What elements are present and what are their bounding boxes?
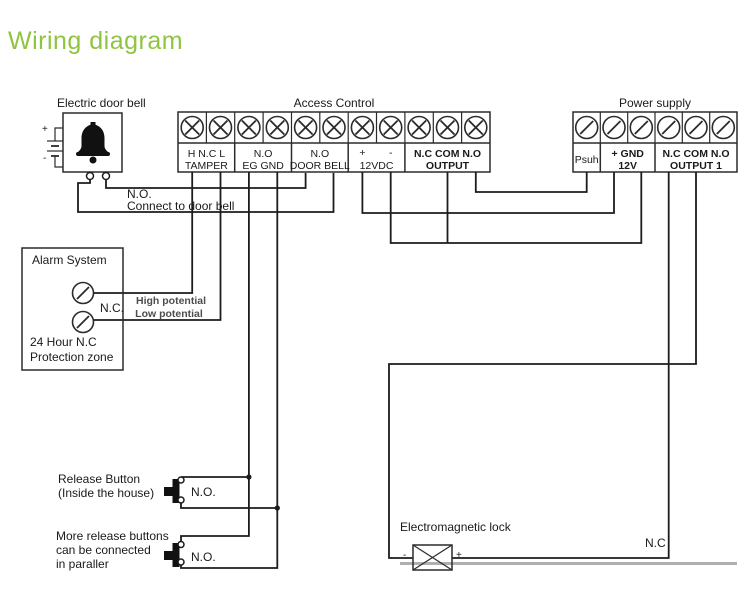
alarm-screw-top [71,281,95,305]
wire-gnd-to-buttons-bottom [180,172,279,569]
bell-icon [76,122,110,164]
wire-tamper2-low [92,172,222,321]
alarm-zone-line2: Protection zone [30,350,114,364]
junction-dot-1 [246,474,252,480]
lock-nc-label: N.C [645,536,666,550]
door-bell-box [62,112,123,173]
btn2-no-label: N.O. [191,550,216,564]
access-g5-row2: OUTPUT [426,160,470,172]
access-control-block: Access Control H N.C L TAMPER N.O [177,96,491,173]
lock-icon [412,544,453,571]
alarm-system-unit: Alarm System N.C. 24 Hour N.C Protection… [21,247,206,371]
bell-contact-right [101,171,111,181]
push-button-icon [164,543,180,567]
bell-no-label: N.O. [127,187,152,201]
release-btn2-caption3: in paraller [56,557,109,571]
power-g2-row2: 12V [618,160,637,172]
wire-ps-nc-to-lock [452,172,670,559]
access-control-label: Access Control [294,96,375,110]
alarm-zone-line1: 24 Hour N.C [30,335,97,349]
access-g1-row2: TAMPER [185,160,228,172]
wire-eg-to-buttons-top [180,172,250,542]
release-button-1: Release Button (Inside the house) N.O. [58,472,216,504]
door-bell-unit: Electric door bell + - N.O. Connect to d… [42,96,234,213]
wire-tamper1-high [92,172,194,294]
btn1-no-label: N.O. [191,485,216,499]
alarm-system-box [21,247,124,371]
power-g1-row1: Psuh [575,154,599,166]
power-g2-row1: + GND [612,148,645,160]
battery-plus-sign: + [42,124,48,135]
btn1-contact-bottom [177,496,185,504]
lock-minus-sign: - [403,550,406,561]
wire-bell-to-doorbell1 [105,173,307,189]
alarm-system-label: Alarm System [32,253,107,267]
access-g4-minus: - [389,147,393,159]
power-supply-label: Power supply [619,96,691,110]
low-potential-label: Low potential [135,308,203,320]
wires [77,172,737,569]
page-title: Wiring diagram [8,27,183,55]
access-g4-row2: 12VDC [360,160,394,172]
btn2-contact-bottom [177,558,185,566]
alarm-screw-bottom [71,310,95,334]
power-cell-dividers [599,112,711,143]
access-cell-dividers [205,112,463,143]
bell-connect-label: Connect to door bell [127,199,234,213]
wire-no-to-psuh [474,172,588,193]
access-g4-plus: + [359,147,365,159]
access-g2-row2: EG GND [242,160,284,172]
access-group-dividers [233,143,406,172]
lock-label: Electromagnetic lock [400,520,512,534]
access-control-outline [177,111,491,173]
access-g3-row1: N.O [310,148,329,160]
release-btn1-caption1: Release Button [58,472,140,486]
btn2-contact-top [177,540,185,549]
access-g2-row1: N.O [254,148,273,160]
access-g5-row1: N.C COM N.O [414,148,481,160]
bell-contact-left [85,171,95,181]
battery-minus-sign: - [43,153,46,164]
access-g3-row2: DOOR BELL [290,160,350,172]
release-btn2-caption1: More release buttons [56,529,169,543]
power-group-dividers [599,143,656,172]
access-g1-row1: H N.C L [188,148,226,160]
battery-icon: + - [42,124,63,168]
release-btn1-caption2: (Inside the house) [58,486,154,500]
push-button-icon [164,479,180,503]
wire-12v-minus [389,172,643,244]
btn1-contact-top [177,476,185,484]
wire-btn1-bottom [180,503,278,509]
release-btn2-caption2: can be connected [56,543,151,557]
access-terminal-screws [180,115,488,140]
high-potential-label: High potential [136,295,206,307]
wire-bell-to-doorbell2 [77,173,335,213]
power-g3-row2: OUTPUT 1 [670,160,722,172]
alarm-nc-label: N.C. [100,301,124,315]
power-supply-block: Power supply Psuh + GND 12V N.C COM N.O … [572,96,738,173]
power-g3-row1: N.C COM N.O [662,148,729,160]
wire-ps-com-loop [388,172,697,559]
door-bell-label: Electric door bell [57,96,146,110]
release-button-2: More release buttons can be connected in… [56,529,216,571]
electromagnetic-lock-unit: Electromagnetic lock - + N.C [400,520,666,571]
wire-12v-plus [361,172,615,214]
lock-plus-sign: + [456,550,462,561]
junction-dot-2 [274,505,280,511]
